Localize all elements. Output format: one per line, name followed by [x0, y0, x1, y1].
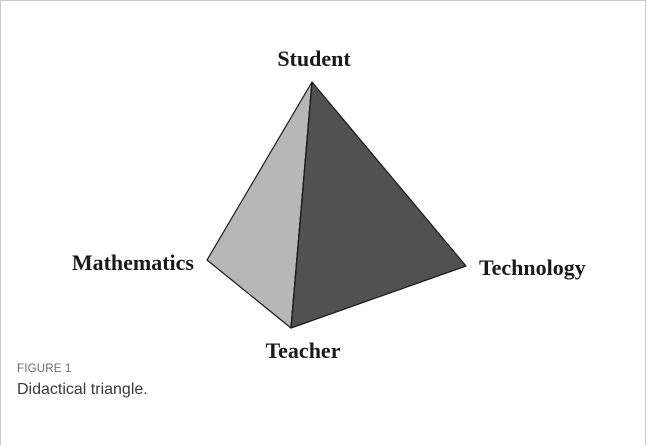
- figure-number: FIGURE 1: [17, 363, 72, 375]
- right-face: [290, 81, 467, 329]
- didactical-triangle-diagram: Student Mathematics Technology Teacher: [72, 46, 586, 363]
- figure-caption: Didactical triangle.: [17, 381, 148, 398]
- vertex-label-technology: Technology: [479, 255, 586, 280]
- vertex-label-mathematics: Mathematics: [72, 250, 195, 275]
- vertex-label-student: Student: [277, 46, 351, 71]
- front-edge: [290, 81, 313, 329]
- vertex-label-teacher: Teacher: [266, 338, 341, 363]
